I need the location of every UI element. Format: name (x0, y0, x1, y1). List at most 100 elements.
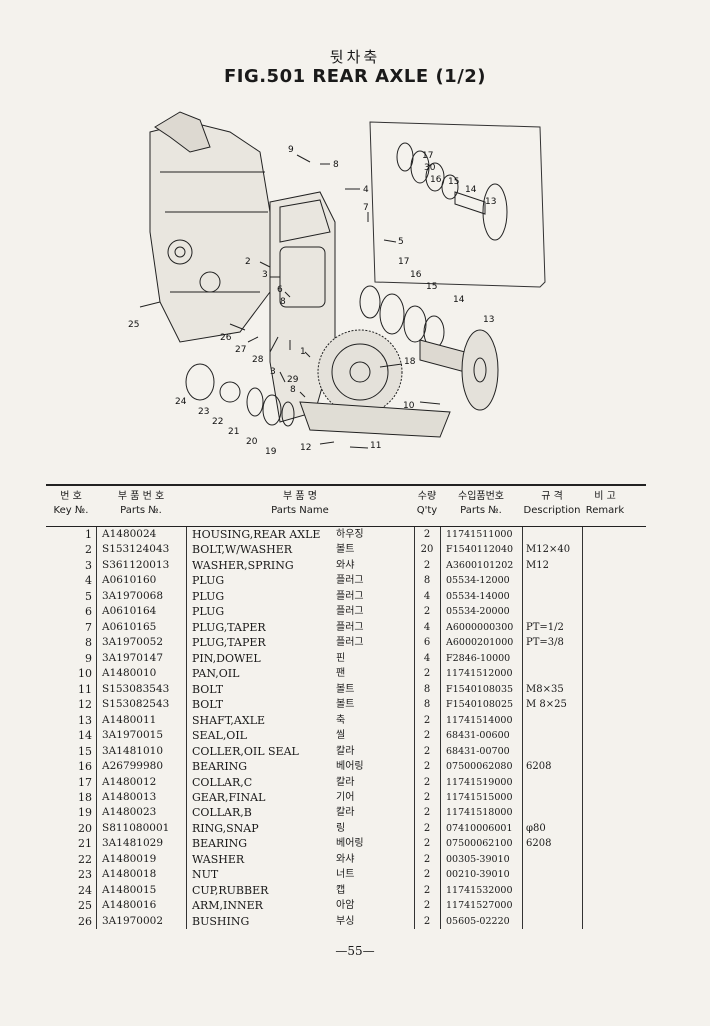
import-no-cell: 11741518000 (446, 807, 513, 819)
key-cell: 9 (85, 651, 92, 665)
axle-shaft (419, 339, 466, 373)
import-no-cell: 05605-02220 (446, 915, 510, 927)
part-name-en: BEARING (192, 760, 248, 774)
key-cell: 20 (78, 821, 92, 835)
col-qty-ko: 수량 (417, 491, 437, 502)
svg-text:8: 8 (333, 160, 339, 170)
remark-cell (582, 883, 628, 898)
part-no-cell: S153083543 (102, 682, 170, 695)
svg-text:3: 3 (270, 367, 276, 377)
svg-text:9: 9 (288, 145, 294, 155)
remark-cell (582, 914, 628, 929)
col-name-en: Parts Name (271, 505, 329, 516)
remark-cell (582, 790, 628, 805)
part-name-ko: 칼라 (336, 776, 355, 788)
svg-text:16: 16 (430, 175, 442, 185)
part-name-ko: 베어링 (336, 761, 364, 773)
korean-title: 뒷차축 (329, 48, 381, 66)
qty-cell: 2 (423, 822, 431, 834)
svg-text:15: 15 (448, 177, 459, 187)
key-cell: 18 (78, 790, 92, 804)
description-cell (522, 744, 582, 759)
import-no-cell: 07500062100 (446, 838, 513, 850)
import-no-cell: 11741512000 (446, 668, 513, 680)
description-cell (522, 898, 582, 913)
key-cell: 19 (78, 806, 92, 820)
axle-flange (461, 329, 499, 411)
part-no-cell: A1480023 (102, 806, 157, 819)
key-cell: 10 (78, 667, 92, 681)
name-cell: BEARING 베어링 (186, 759, 414, 774)
part-name-en: PLUG (192, 605, 225, 619)
svg-text:24: 24 (175, 397, 187, 407)
remark-cell (582, 852, 628, 867)
remark-cell (582, 836, 628, 851)
svg-text:13: 13 (483, 315, 494, 325)
qty-cell: 4 (423, 652, 431, 664)
svg-text:16: 16 (410, 270, 422, 280)
description-cell (522, 914, 582, 929)
qty-cell: 2 (423, 915, 431, 927)
part-name-en: RING,SNAP (192, 821, 259, 835)
svg-text:30: 30 (424, 163, 436, 173)
part-name-en: COLLAR,C (192, 775, 253, 789)
part-name-ko: 플러그 (336, 621, 364, 633)
name-cell: COLLAR,C 칼라 (186, 775, 414, 790)
qty-cell: 2 (423, 761, 431, 773)
svg-text:22: 22 (212, 417, 223, 427)
remark-cell (582, 527, 628, 542)
remark-cell (582, 620, 628, 635)
part-no-cell: S153082543 (102, 698, 170, 711)
description-cell: PT=3/8 (526, 637, 564, 649)
part-no-cell: A26799980 (102, 760, 164, 773)
svg-text:13: 13 (485, 197, 496, 207)
import-no-cell: F2846-10000 (446, 652, 511, 664)
part-name-ko: 플러그 (336, 606, 364, 618)
col-part-no-en: Parts №. (120, 505, 162, 516)
key-cell: 15 (78, 744, 92, 758)
name-cell: PLUG 플러그 (186, 604, 414, 619)
svg-text:25: 25 (128, 320, 139, 330)
col-remark-en: Remark (585, 505, 625, 516)
import-no-cell: F1540108025 (446, 699, 514, 711)
import-no-cell: 07410006001 (446, 822, 513, 834)
part-name-ko: 플러그 (336, 590, 364, 602)
import-no-cell: 05534-20000 (446, 606, 510, 618)
part-name-en: CUP,RUBBER (192, 883, 269, 897)
part-no-cell: A1480012 (102, 775, 157, 788)
remark-cell (582, 604, 628, 619)
remark-cell (582, 821, 628, 836)
remark-cell (582, 635, 628, 650)
part-name-ko: 플러그 (336, 637, 364, 649)
description-cell (522, 573, 582, 588)
qty-cell: 2 (423, 559, 431, 571)
qty-cell: 2 (423, 529, 431, 540)
inset-frame (369, 121, 546, 288)
part-no-cell: A1480013 (102, 790, 157, 803)
key-cell: 21 (78, 837, 92, 851)
description-cell: PT=1/2 (526, 621, 564, 633)
